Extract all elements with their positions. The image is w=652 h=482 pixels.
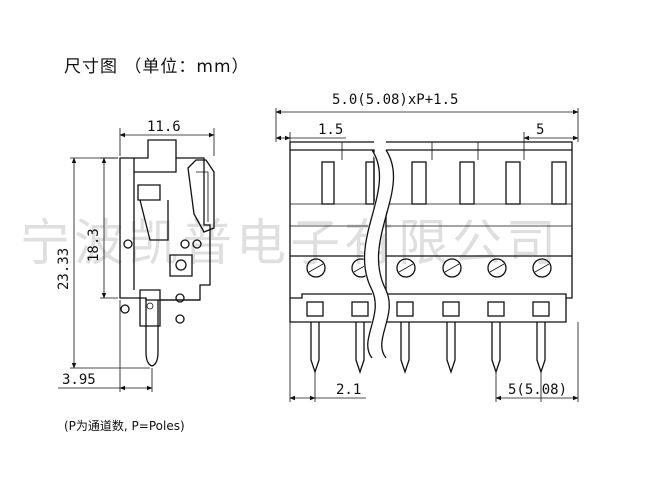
side-view: 11.6 23.33 18.3 3.95	[56, 119, 215, 392]
dim-pitch-bottom: 5(5.08)	[508, 382, 567, 398]
company-watermark: 宁波凯普电子有限公司	[20, 214, 560, 272]
screw-row	[306, 258, 552, 278]
poles-note: (P为通道数, P=Poles)	[64, 419, 185, 433]
pin-windows	[306, 301, 550, 317]
page-title: 尺寸图 （单位：mm）	[64, 57, 250, 77]
dim-pin-width: 2.1	[336, 382, 361, 398]
dim-total-height: 23.33	[56, 248, 72, 290]
front-view: 5.0(5.08)xP+1.5 1.5 5 2.1 5(5.08)	[275, 92, 579, 402]
pins	[310, 322, 546, 375]
dim-pin-offset: 3.95	[62, 372, 96, 388]
dim-pitch-top: 5	[536, 122, 544, 138]
dim-edge-margin: 1.5	[318, 122, 343, 138]
dim-body-height: 18.3	[86, 228, 102, 262]
dim-overall-length: 5.0(5.08)xP+1.5	[332, 92, 458, 108]
dim-side-width: 11.6	[147, 119, 181, 135]
